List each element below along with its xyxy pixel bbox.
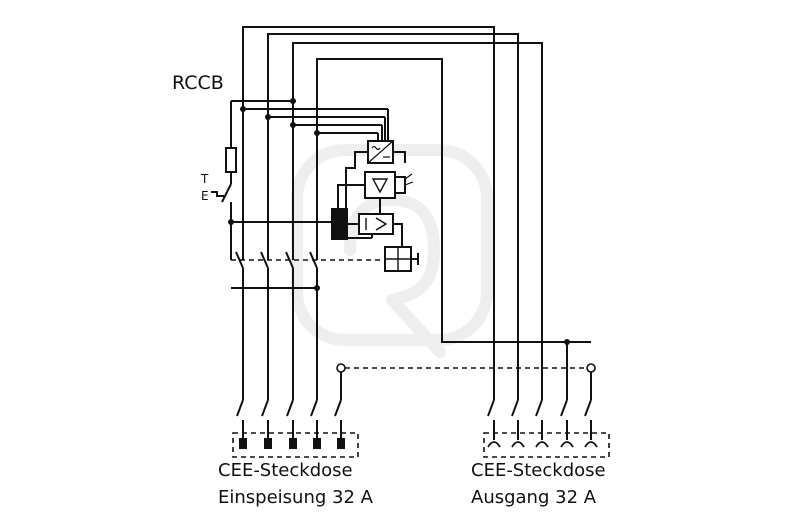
input-switch-1 <box>236 399 244 417</box>
components <box>225 140 419 272</box>
wire-loop-neutral <box>316 58 591 343</box>
main-contact-1 <box>235 251 244 269</box>
input-socket-title: CEE-Steckdose <box>218 460 353 481</box>
output-switch-3 <box>535 399 543 417</box>
summation-transformer <box>331 208 348 240</box>
output-pin-4 <box>560 441 574 448</box>
pe-terminal-in <box>336 363 346 373</box>
relay-arrow-icon <box>375 217 388 231</box>
junction-dots <box>228 98 570 345</box>
input-pin-2 <box>264 438 272 449</box>
output-pin-2 <box>511 441 525 448</box>
wire-loop-2 <box>267 33 519 400</box>
wire-loop-1 <box>242 26 495 400</box>
input-socket-pins <box>239 438 345 449</box>
test-label-t: T <box>201 172 209 186</box>
output-pin-3 <box>535 441 549 448</box>
output-socket-rating: Ausgang 32 A <box>471 487 597 508</box>
output-socket-pins <box>487 441 598 448</box>
trip-relay-box <box>358 213 394 235</box>
main-contact-2 <box>260 251 269 269</box>
plug-switches <box>236 399 592 440</box>
wire-loop-3 <box>292 42 543 400</box>
indicator-box <box>394 176 406 194</box>
output-switch-4 <box>560 399 568 417</box>
pe-terminals <box>336 363 596 373</box>
input-pin-5 <box>337 438 345 449</box>
output-socket-frame <box>483 432 610 458</box>
pe-terminal-out <box>586 363 596 373</box>
input-pin-4 <box>313 438 321 449</box>
input-pin-3 <box>289 438 297 449</box>
input-switch-5 <box>334 399 342 417</box>
input-socket-rating: Einspeisung 32 A <box>218 487 373 508</box>
dashed-connections <box>231 226 610 458</box>
test-resistor <box>225 147 237 173</box>
output-switch-5 <box>584 399 592 417</box>
output-socket-title: CEE-Steckdose <box>471 460 606 481</box>
input-switch-3 <box>286 399 294 417</box>
amplifier-triangle-icon <box>371 178 389 194</box>
output-switch-2 <box>511 399 519 417</box>
test-label-e: E <box>201 189 209 203</box>
led-ray-icon <box>404 173 413 180</box>
output-pin-1 <box>487 441 501 448</box>
input-switch-4 <box>310 399 318 417</box>
output-pin-5 <box>584 441 598 448</box>
rccb-label: RCCB <box>172 72 224 94</box>
output-switch-1 <box>487 399 495 417</box>
input-pin-1 <box>239 438 247 449</box>
test-switch-blade <box>221 183 232 203</box>
input-socket-frame <box>232 432 359 458</box>
input-switch-2 <box>261 399 269 417</box>
wires <box>211 26 592 400</box>
test-button-actuator <box>211 191 224 197</box>
